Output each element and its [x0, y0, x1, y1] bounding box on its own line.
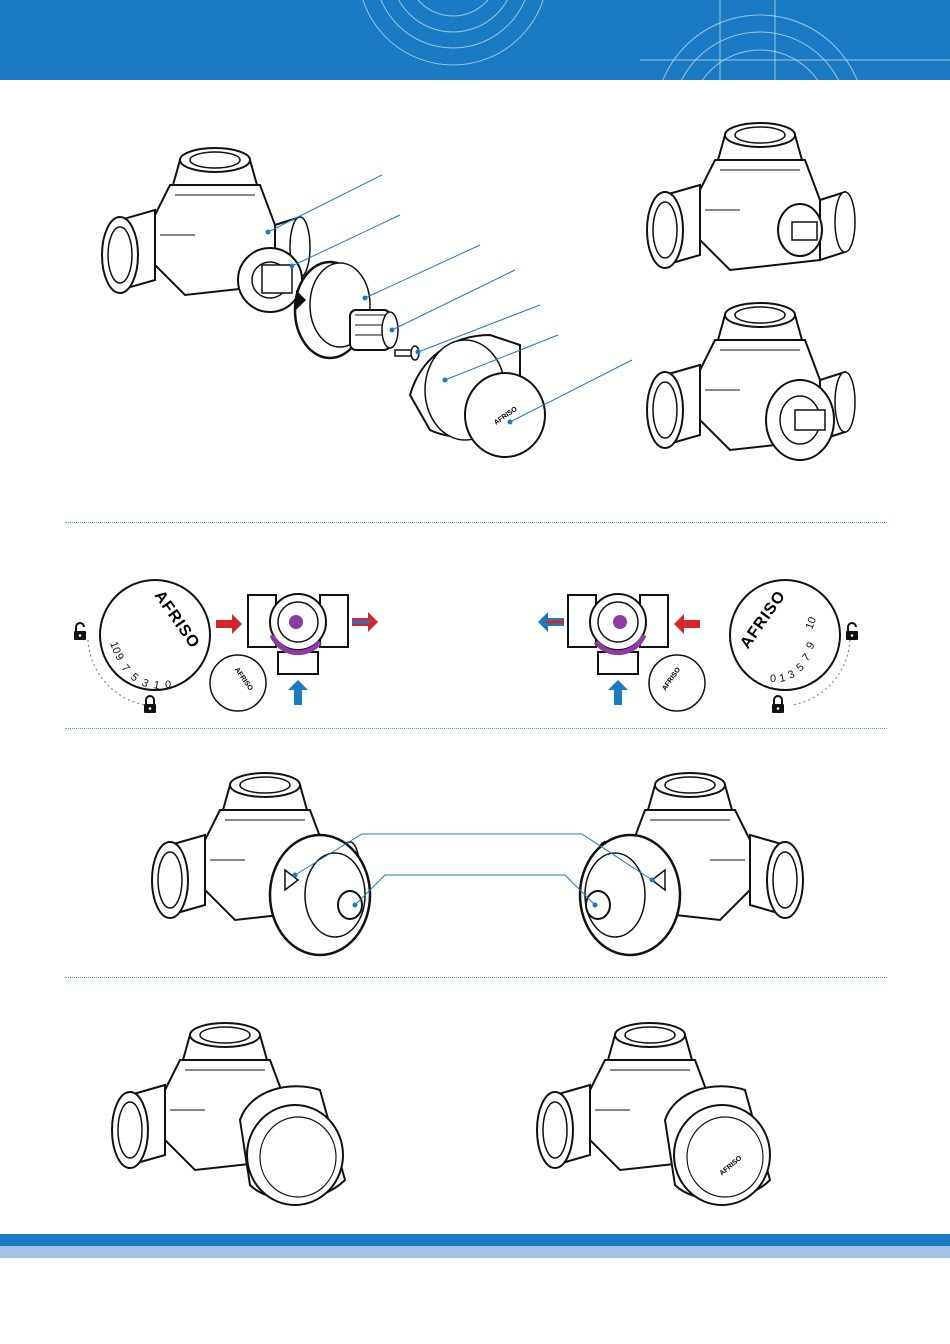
cold-outlet-arrow-icon	[288, 680, 308, 705]
valve-ring-left	[152, 773, 370, 955]
exploded-valve-illustration: AFRISO	[102, 148, 545, 457]
footer-band-light	[0, 1246, 950, 1258]
dial-right-small: AFRISO	[649, 655, 705, 711]
footer-band	[0, 1234, 950, 1246]
valve-cross-section-left	[248, 594, 348, 674]
hot-inlet-arrow-icon	[216, 614, 242, 634]
mixed-outlet-arrow-icon	[352, 612, 378, 632]
dial-right-large: AFRISO 10 9 7 5 3 1 0	[730, 580, 850, 705]
valve-cross-section-right	[568, 594, 668, 674]
unlock-icon	[74, 623, 86, 640]
dial-left-large: AFRISO 10 9 7 5 3 1 0	[88, 580, 210, 705]
hot-inlet-arrow-right-icon	[674, 614, 700, 634]
dial-left-num-0: 0	[165, 679, 171, 691]
dial-left-small: AFRISO	[210, 655, 266, 711]
valve-assembled-blank-cap	[112, 1023, 345, 1205]
valve-variant-flanged	[647, 303, 855, 460]
valve-variant-small	[647, 123, 855, 270]
unlock-right-icon	[846, 623, 858, 640]
lock-icon	[144, 696, 156, 713]
dial-right-num-0: 0	[770, 673, 776, 685]
valve-ring-right	[580, 773, 803, 955]
lock-right-icon	[772, 696, 784, 713]
mixed-outlet-arrow-right-icon	[538, 612, 564, 632]
cold-outlet-arrow-right-icon	[608, 680, 628, 705]
valve-assembled-dial-cap: AFRISO	[537, 1023, 770, 1205]
